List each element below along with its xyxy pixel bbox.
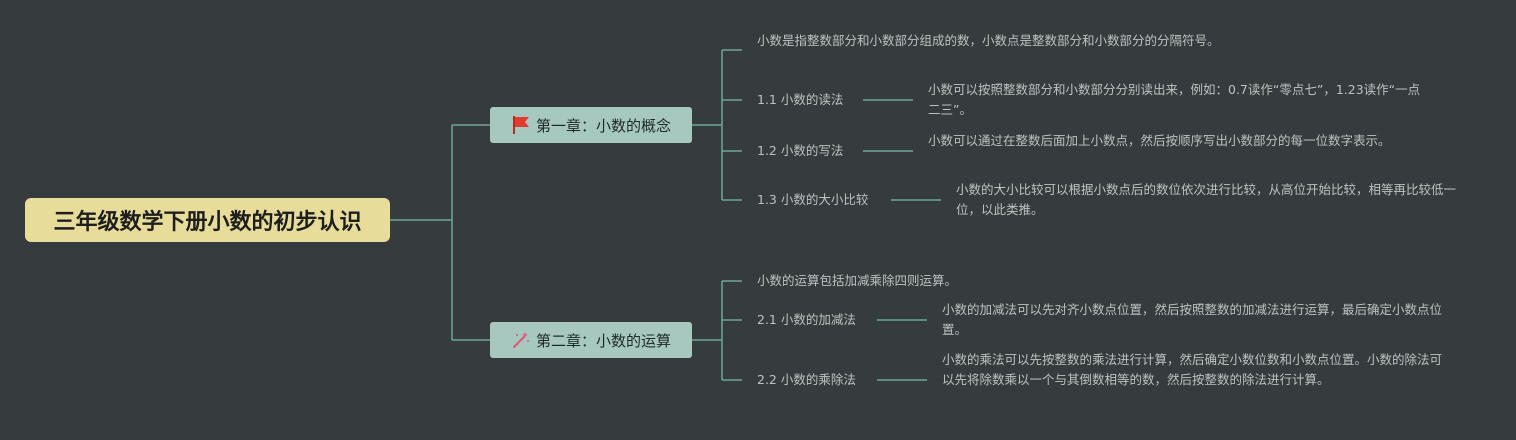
section-2-1[interactable]: 2.1 小数的加减法 <box>757 312 856 327</box>
chapter-1-title: 第一章：小数的概念 <box>535 116 671 135</box>
root-title: 三年级数学下册小数的初步认识 <box>53 210 362 235</box>
red-flag-icon <box>511 115 531 135</box>
section-1-3[interactable]: 1.3 小数的大小比较 <box>757 192 869 207</box>
section-2-2[interactable]: 2.2 小数的乘除法 <box>757 372 856 387</box>
chapter-2-title: 第二章：小数的运算 <box>535 331 671 350</box>
chapter-2-topic[interactable]: 第二章：小数的运算 <box>490 322 692 358</box>
chapter-1-topic[interactable]: 第一章：小数的概念 <box>490 107 692 143</box>
magic-wand-icon <box>511 330 531 350</box>
root-topic[interactable]: 三年级数学下册小数的初步认识 <box>25 198 390 242</box>
section-2-1-note[interactable]: 小数的加减法可以先对齐小数点位置，然后按照整数的加减法进行运算，最后确定小数点位… <box>942 302 1443 337</box>
section-1-3-note[interactable]: 小数的大小比较可以根据小数点后的数位依次进行比较，从高位开始比较，相等再比较低一… <box>956 182 1457 217</box>
section-2-2-note[interactable]: 小数的乘法可以先按整数的乘法进行计算，然后确定小数位数和小数点位置。小数的除法可… <box>942 352 1443 387</box>
chapter-1-intro[interactable]: 小数是指整数部分和小数部分组成的数，小数点是整数部分和小数部分的分隔符号。 <box>757 33 1220 48</box>
section-1-1-note[interactable]: 小数可以按照整数部分和小数部分分别读出来，例如：0.7读作“零点七”，1.23读… <box>928 82 1421 117</box>
chapter-2-intro[interactable]: 小数的运算包括加减乘除四则运算。 <box>757 273 958 288</box>
section-1-2[interactable]: 1.2 小数的写法 <box>757 143 844 158</box>
section-1-1[interactable]: 1.1 小数的读法 <box>757 92 844 107</box>
section-1-2-note[interactable]: 小数可以通过在整数后面加上小数点，然后按顺序写出小数部分的每一位数字表示。 <box>928 133 1391 148</box>
